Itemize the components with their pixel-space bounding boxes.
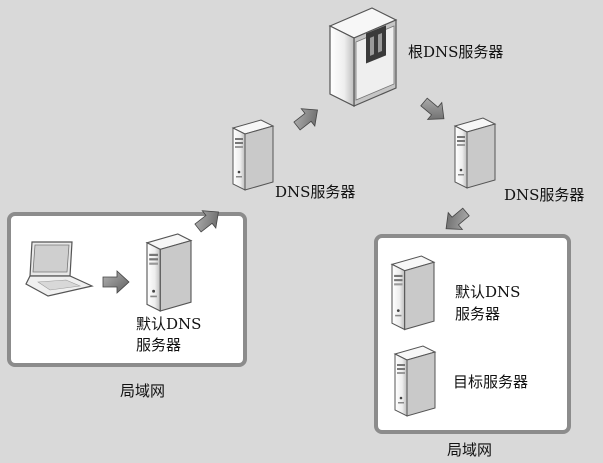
arrow-icon [289,100,325,136]
dns-server-label-right: DNS服务器 [504,186,585,204]
default-dns-left-line2: 服务器 [136,336,182,354]
default-dns-right-line2: 服务器 [455,305,501,323]
root-dns-label: 根DNS服务器 [408,43,504,61]
dns-server-label-middle: DNS服务器 [275,183,356,201]
arrow-icon [416,93,452,128]
arrow-icon [438,203,474,238]
lan-label-right: 局域网 [447,441,493,459]
lan-label-left: 局域网 [120,382,166,400]
large-server-icon [328,7,398,107]
default-dns-right-line1: 默认DNS [455,283,521,301]
server-icon [146,233,192,312]
server-icon [232,119,274,191]
server-icon [394,345,436,417]
target-server-label: 目标服务器 [453,373,529,391]
laptop-icon [25,241,94,297]
server-icon [454,117,496,189]
server-icon [391,255,435,331]
default-dns-left-line1: 默认DNS [136,315,202,333]
